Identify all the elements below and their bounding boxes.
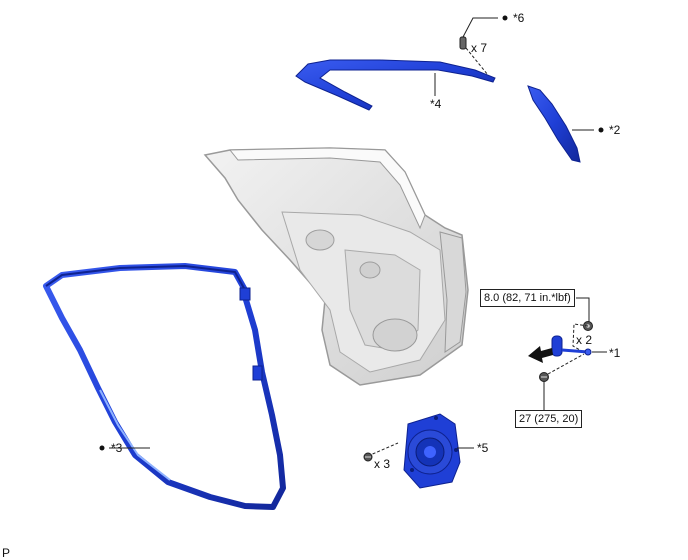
callout-label-2: *2 [609,123,621,137]
nut-fastener [572,321,593,351]
quantity-label-clip: x 7 [471,41,488,55]
torque-spec-bolt: 27 (275, 20) [515,410,583,428]
diagram-code-label: P [2,546,11,560]
callout-label-4: *4 [430,97,442,111]
door-check-part [551,335,592,357]
door-weatherstrip-part [43,263,286,510]
callout-label-6: *6 [513,11,525,25]
callout-dots [99,15,604,451]
direction-arrow-icon [528,346,553,363]
quantity-label-nut: x 2 [576,333,593,347]
callout-label-3: *3 [111,441,123,455]
callout-label-5: *5 [477,441,489,455]
callout-label-1: *1 [609,346,621,360]
torque-spec-nut: 8.0 (82, 71 in.*lbf) [480,289,575,307]
speaker-screw [363,442,399,462]
pillar-garnish-part [527,85,581,163]
leader-lines [109,17,607,449]
quantity-label-screw: x 3 [374,457,391,471]
upper-frame-moulding-part [295,59,496,111]
bolt-fastener [539,353,585,382]
speaker-part [403,413,461,489]
rear-door-body [203,147,469,386]
